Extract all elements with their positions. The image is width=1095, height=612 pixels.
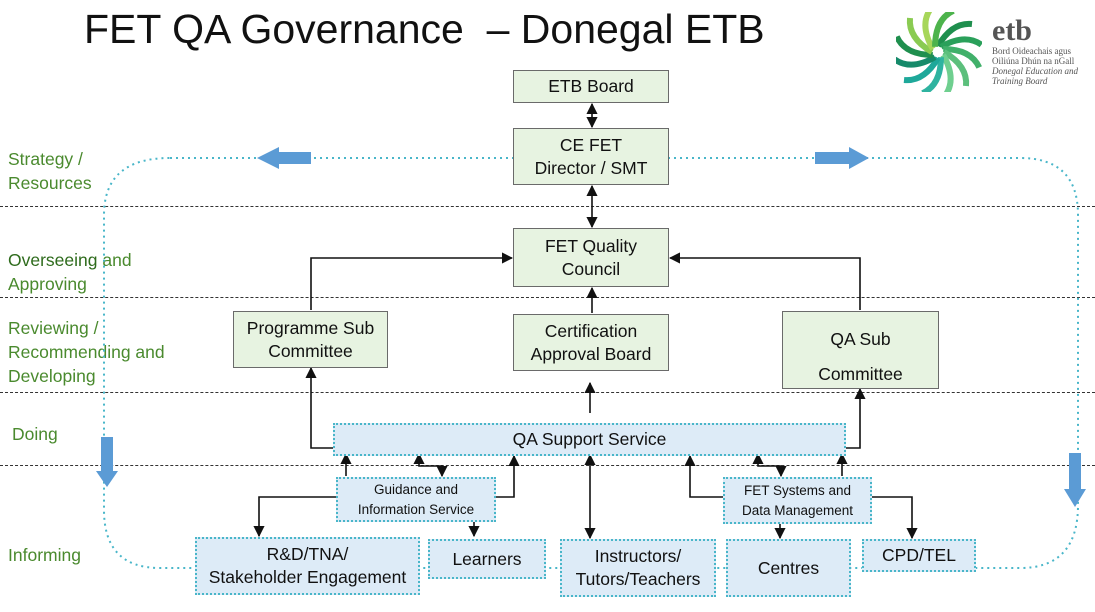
separator-1 (0, 206, 1095, 207)
node-rd-tna: R&D/TNA/ Stakeholder Engagement (195, 537, 420, 595)
blue-arrow-down-right (1064, 453, 1086, 507)
level-doing: Doing (12, 424, 58, 444)
node-qa-support-label: QA Support Service (512, 429, 667, 449)
node-programme-sub-line1: Programme Sub (246, 317, 375, 338)
node-rd-tna-line1: R&D/TNA/ (266, 544, 349, 564)
level-overseeing-word: Overseeing (8, 250, 98, 270)
logo-line-3: Donegal Education and (992, 66, 1078, 76)
node-learners: Learners (428, 539, 546, 579)
node-quality-council-line2: Council (561, 258, 621, 279)
node-qa-support: QA Support Service (333, 423, 846, 456)
logo-line-1: Bord Oideachais agus (992, 46, 1071, 56)
logo-brand: etb (992, 14, 1032, 47)
link-systems-cpd (872, 496, 918, 540)
link-systems-qasupport-1 (684, 454, 723, 498)
node-guidance-line2: Information Service (357, 501, 475, 517)
separator-4 (0, 465, 1095, 466)
node-quality-council-line1: FET Quality (544, 235, 638, 256)
level-reviewing-line3: Developing (8, 366, 96, 386)
node-programme-sub-line2: Committee (268, 340, 353, 361)
node-fet-systems-line2: Data Management (741, 502, 854, 518)
logo-line-4: Training Board (992, 76, 1048, 86)
link-guidance-rd (253, 496, 336, 538)
page-title: FET QA Governance – Donegal ETB (84, 6, 765, 52)
node-centres: Centres (726, 539, 851, 597)
blue-arrow-down-left (96, 437, 118, 487)
level-overseeing: Overseeing and Approving (8, 248, 132, 296)
node-ce-fet-line1: CE FET (559, 134, 623, 155)
link-qasupport-qasub (846, 387, 866, 449)
link-guidance-qasupport-3 (496, 454, 520, 498)
node-learners-label: Learners (452, 548, 522, 569)
node-qa-sub-line1: QA Sub (830, 329, 891, 349)
node-fet-systems: FET Systems and Data Management (723, 477, 872, 524)
etb-logo: etb Bord Oideachais agus Oiliúna Dhún na… (892, 6, 1086, 98)
node-fet-systems-line1: FET Systems and (743, 482, 852, 498)
blue-arrow-right (815, 147, 869, 169)
node-quality-council: FET Quality Council (513, 228, 669, 287)
blue-arrow-left (257, 147, 311, 169)
node-guidance-line1: Guidance and (373, 481, 459, 497)
separator-3 (0, 392, 1095, 393)
node-centres-label: Centres (757, 557, 820, 578)
node-cpd-tel-label: CPD/TEL (882, 545, 956, 565)
level-overseeing-line2: Approving (8, 274, 87, 294)
node-instructors: Instructors/ Tutors/Teachers (560, 539, 716, 597)
link-guidance-qasupport-2 (413, 452, 448, 478)
node-certification-line1: Certification (544, 320, 638, 341)
level-informing: Informing (8, 545, 81, 565)
node-programme-sub: Programme Sub Committee (233, 311, 388, 368)
link-programme-council (310, 252, 514, 310)
level-strategy: Strategy / Resources (8, 147, 92, 195)
level-strategy-line1: Strategy / (8, 149, 83, 169)
separator-2 (0, 297, 1095, 298)
level-overseeing-line1: Overseeing and (8, 248, 132, 272)
node-certification-line2: Approval Board (530, 343, 652, 364)
node-ce-fet-line2: Director / SMT (534, 157, 648, 178)
node-certification: Certification Approval Board (513, 314, 669, 371)
node-instructors-line2: Tutors/Teachers (575, 569, 701, 589)
node-etb-board: ETB Board (513, 70, 669, 103)
node-guidance: Guidance and Information Service (336, 477, 496, 522)
link-systems-qasupport-2 (752, 452, 787, 478)
node-ce-fet: CE FET Director / SMT (513, 128, 669, 185)
node-cpd-tel: CPD/TEL (862, 539, 976, 572)
node-instructors-line1: Instructors/ (594, 546, 682, 566)
level-reviewing: Reviewing / Recommending and Developing (8, 316, 165, 388)
level-reviewing-line2: Recommending and (8, 342, 165, 362)
node-qa-sub: QA Sub Committee (782, 311, 939, 389)
level-strategy-line2: Resources (8, 173, 92, 193)
node-qa-sub-line2: Committee (818, 364, 903, 384)
level-reviewing-line1: Reviewing / (8, 318, 99, 338)
link-qasub-council (668, 252, 861, 310)
link-qasupport-programme (305, 366, 333, 449)
node-etb-board-label: ETB Board (548, 76, 634, 96)
node-rd-tna-line2: Stakeholder Engagement (208, 567, 407, 587)
logo-line-2: Oiliúna Dhún na nGall (992, 56, 1075, 66)
level-overseeing-and: and (97, 250, 132, 270)
